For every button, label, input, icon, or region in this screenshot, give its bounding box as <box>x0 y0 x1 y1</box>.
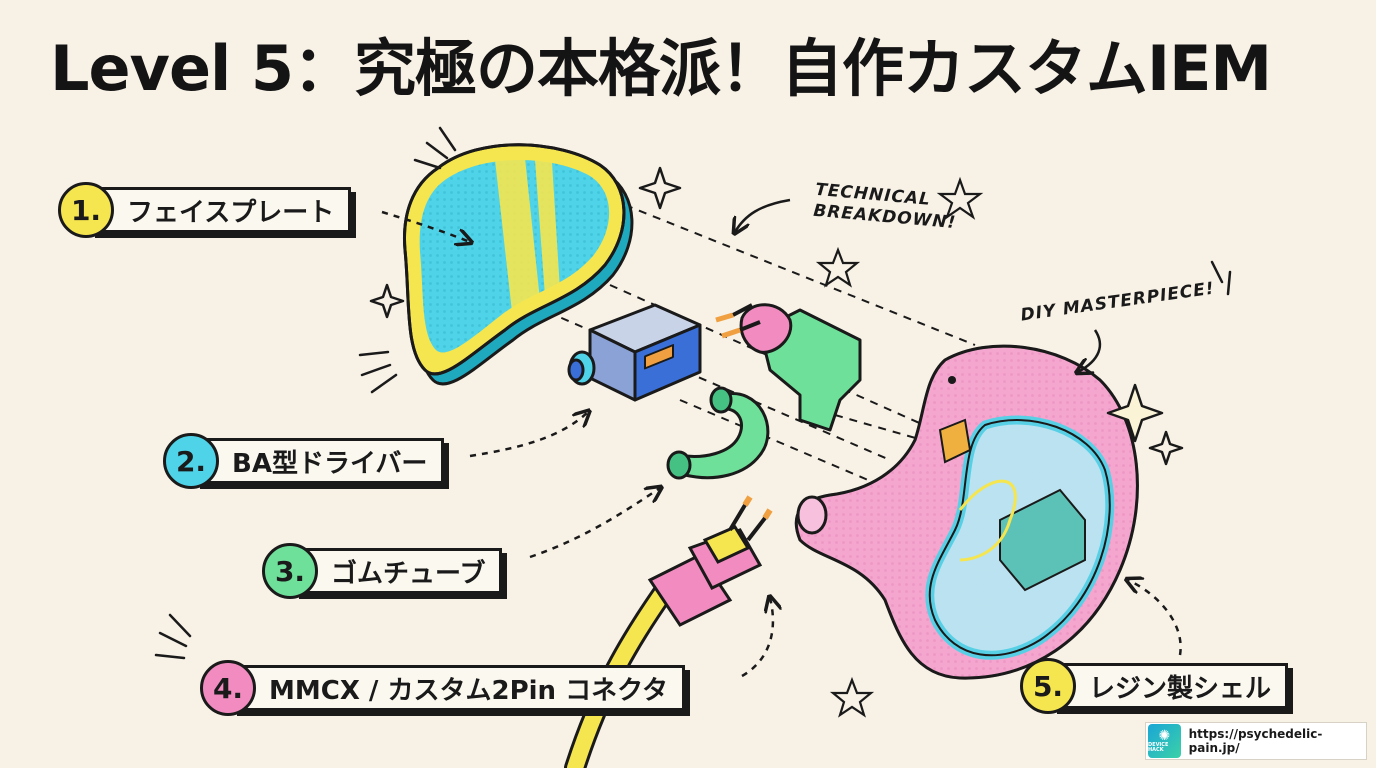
logo-text: DEVICE HACK <box>1148 742 1169 753</box>
ba-driver-icon <box>567 303 702 402</box>
note-arrows <box>735 198 1102 372</box>
part-number: 2. <box>163 433 219 489</box>
sparkle-icon <box>369 166 1184 466</box>
device-hack-logo: ✺ DEVICE HACK <box>1148 724 1181 758</box>
part-number: 4. <box>200 660 256 716</box>
source-url-link[interactable]: https://psychedelic-pain.jp/ <box>1188 727 1323 755</box>
cable-icon <box>564 495 773 768</box>
part-name: フェイスプレート <box>90 187 352 233</box>
part-name: BA型ドライバー <box>195 438 445 484</box>
resin-shell-icon <box>794 344 1139 680</box>
brain-icon: ✺ <box>1158 728 1171 744</box>
motion-lines <box>154 126 1232 660</box>
part-number: 5. <box>1020 658 1076 714</box>
faceplate-icon <box>402 143 634 386</box>
label-arrows <box>381 210 1182 678</box>
rubber-tube-icon <box>666 386 770 480</box>
source-badge[interactable]: ✺ DEVICE HACK https://psychedelic-pain.j… <box>1145 722 1367 760</box>
part-name: レジン製シェル <box>1052 663 1289 709</box>
part-name: MMCX / カスタム2Pin コネクタ <box>232 665 686 711</box>
page-title: Level 5：究極の本格派！自作カスタムIEM <box>50 32 1272 105</box>
star-icon <box>815 176 984 718</box>
part-name: ゴムチューブ <box>294 548 503 594</box>
part-number: 3. <box>262 543 318 599</box>
part-number: 1. <box>58 182 114 238</box>
connector-icon <box>715 303 862 432</box>
